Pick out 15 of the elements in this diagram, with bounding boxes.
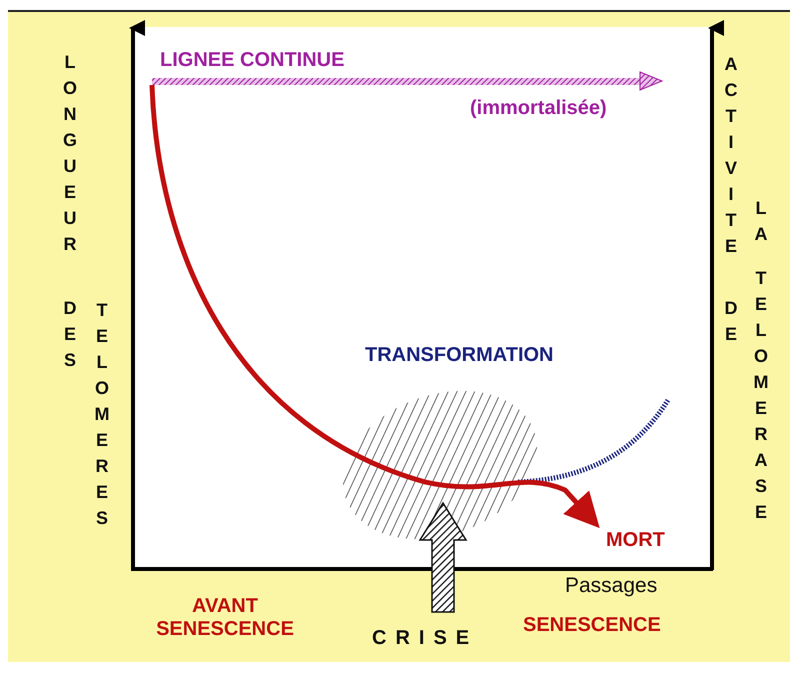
phase-label: AVANT SENESCENCE: [155, 595, 295, 641]
axis-title: DES: [61, 298, 79, 376]
curve-label: TRANSFORMATION: [365, 345, 554, 365]
axis-title: LONGUEUR: [61, 52, 79, 260]
axis-title: TELOMERES: [93, 300, 111, 534]
axis-title: ACTIVITE: [722, 54, 740, 262]
axis-title: DE: [722, 298, 740, 350]
axis-title: TELOMERASE: [752, 268, 770, 528]
axis-label: Passages: [565, 575, 658, 596]
curve-label: MORT: [606, 530, 665, 550]
phase-label: CRISE: [372, 628, 478, 648]
axis-title: LA: [752, 198, 770, 250]
phase-label: SENESCENCE: [523, 615, 661, 635]
curve-label: LIGNEE CONTINUE: [160, 50, 344, 70]
curve-label: (immortalisée): [470, 98, 607, 118]
